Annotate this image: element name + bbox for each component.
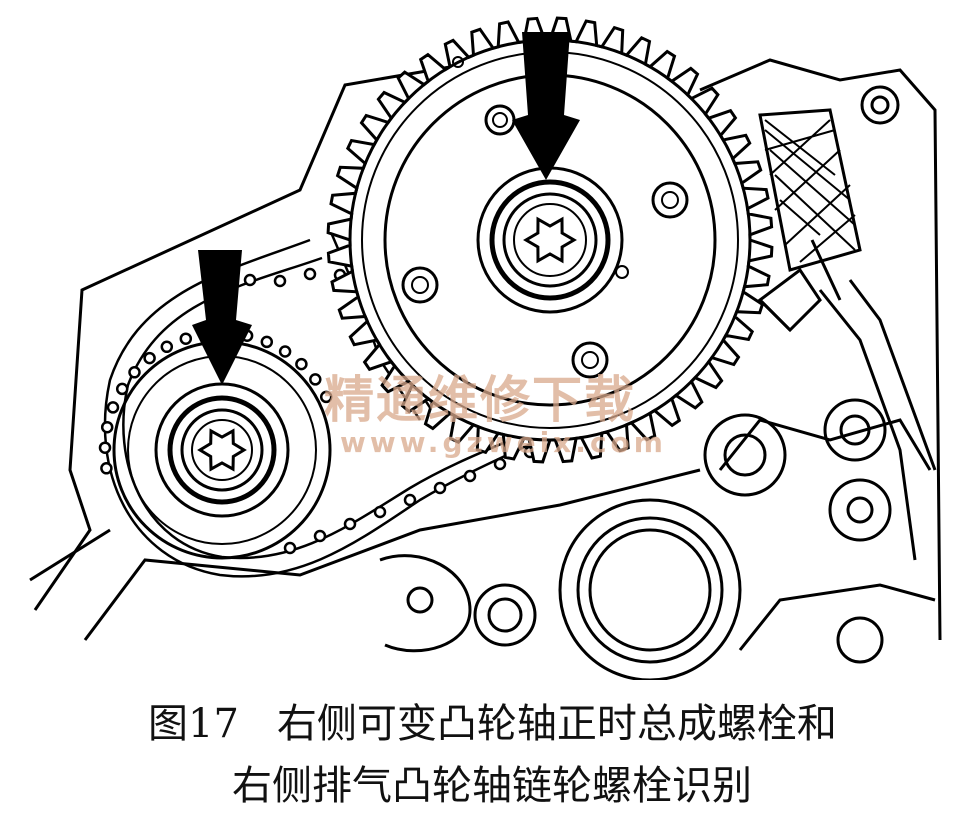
chain-roller	[343, 517, 357, 531]
chain-roller	[319, 390, 333, 404]
chain-rollers	[98, 249, 537, 555]
chain-roller	[106, 401, 120, 414]
chain-roller	[98, 441, 112, 454]
chain-roller	[115, 382, 129, 396]
chain-roller	[260, 335, 274, 349]
chain-roller	[303, 267, 317, 281]
chain-roller	[295, 357, 308, 371]
figure-number: 图17	[148, 701, 239, 747]
caption-text-2: 右侧排气凸轮轴链轮螺栓识别	[232, 763, 752, 809]
chain-roller	[160, 340, 174, 354]
chain-roller	[433, 481, 447, 495]
torx-bolt-icon	[523, 216, 577, 264]
chain-roller	[283, 541, 297, 555]
chain-roller	[100, 420, 114, 434]
chain-roller	[313, 529, 327, 543]
engine-timing-diagram	[29, 16, 942, 680]
chain-roller	[278, 345, 292, 358]
chain-roller	[143, 351, 156, 365]
chain-roller	[403, 493, 417, 507]
chain-roller	[273, 274, 287, 288]
vvt-sprocket	[326, 16, 774, 464]
chain-roller	[100, 462, 113, 475]
chain-roller	[128, 366, 141, 379]
chain-roller	[243, 273, 257, 287]
caption-line-1: 图17 右侧可变凸轮轴正时总成螺栓和	[148, 700, 837, 748]
auxiliary-components	[406, 85, 900, 680]
chain-roller	[309, 373, 322, 386]
chain-roller	[179, 332, 193, 345]
chain-roller	[463, 469, 477, 483]
chain-roller	[373, 505, 387, 519]
caption-line-2: 右侧排气凸轮轴链轮螺栓识别	[232, 762, 752, 810]
arrow-down-icon	[192, 250, 252, 385]
torx-bolt-icon	[197, 428, 247, 472]
caption-text-1: 右侧可变凸轮轴正时总成螺栓和	[276, 701, 837, 747]
engine-housing-outline	[29, 53, 942, 653]
tensioner-hatch	[758, 108, 862, 272]
chain-roller	[493, 457, 507, 471]
arrow-down-icon	[512, 32, 580, 180]
